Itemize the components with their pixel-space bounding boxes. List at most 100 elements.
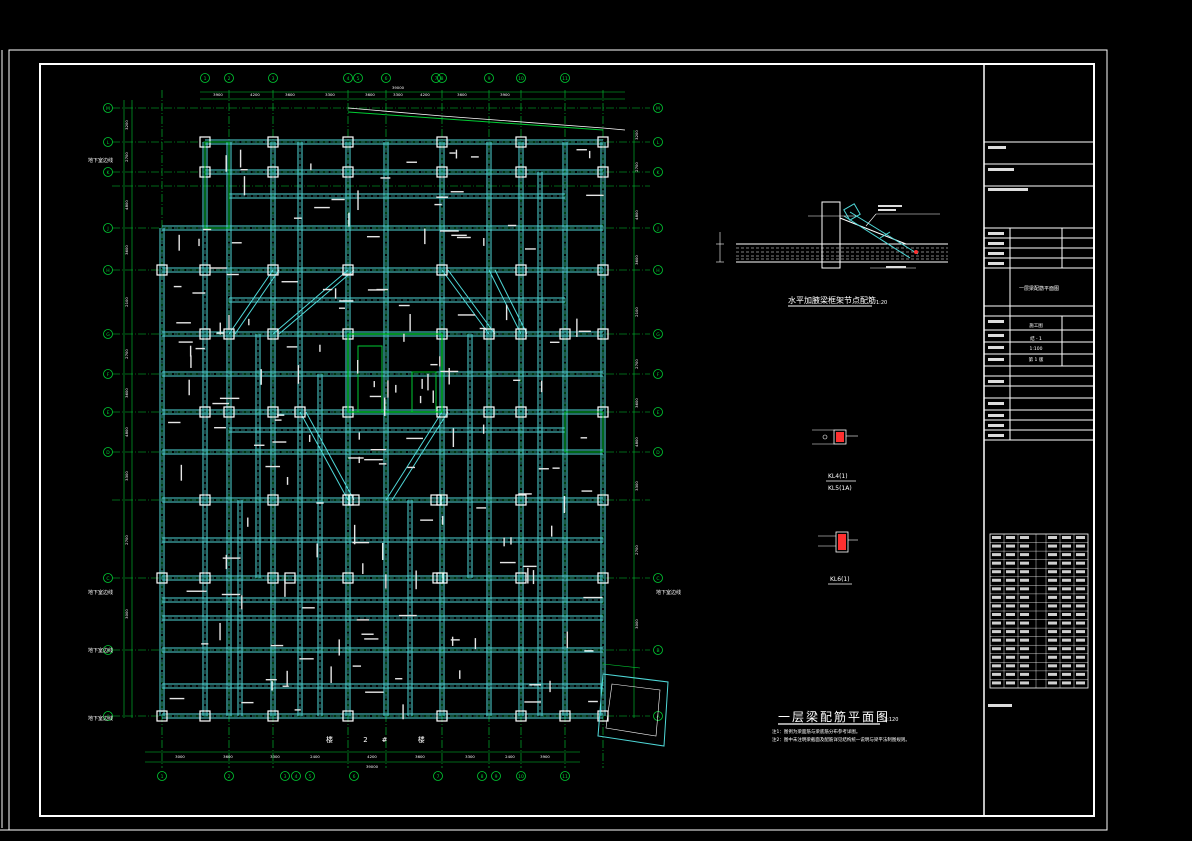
axis-label-bottom: 11 [562, 774, 568, 780]
rebar-annotation [370, 448, 387, 451]
column [267, 710, 279, 722]
axis-label-bottom: 1 [161, 774, 164, 780]
floor-table-cell-mark [1076, 613, 1085, 616]
rebar-annotation [503, 537, 505, 547]
rebar-annotation [551, 525, 553, 537]
floor-table-cell-mark [1048, 536, 1057, 539]
rebar-annotation [338, 639, 340, 656]
dimension-text-left: 3200 [124, 120, 129, 130]
floor-table-cell-mark [1048, 587, 1057, 591]
axis-bubble-right [653, 407, 663, 417]
haunched-beam [488, 269, 522, 335]
floor-table-cell-mark [992, 621, 1001, 625]
floor-table-cell-mark [1006, 570, 1015, 574]
title-block: 一层梁配筋平面图 施工图 结 - 1 1:100 第 1 版 [983, 63, 1095, 817]
rebar-annotation [576, 149, 587, 151]
axis-bubble-top [224, 73, 234, 83]
axis-bubble-bottom [560, 771, 570, 781]
rebar-annotation [541, 380, 543, 393]
shaft-opening [564, 411, 604, 453]
floor-table-cell-mark [1048, 681, 1057, 685]
axis-bubble-left [103, 167, 113, 177]
haunched-beam [305, 411, 355, 501]
floor-table-cell-mark [992, 570, 1001, 574]
axis-label-left: K [107, 170, 111, 176]
axis-bubble-bottom [291, 771, 301, 781]
rebar-annotation [424, 228, 426, 245]
floor-table-cell-mark [1020, 672, 1029, 676]
rebar-annotation [319, 344, 321, 352]
floor-table-cell-mark [1048, 630, 1057, 634]
rebar-annotation [272, 441, 287, 443]
rebar-annotation [439, 356, 441, 367]
axis-bubble-right [653, 167, 663, 177]
axis-bubble-bottom [224, 771, 234, 781]
floor-table-cell-mark [1076, 553, 1085, 557]
axis-bubble-top [381, 73, 391, 83]
rebar-annotation [427, 373, 429, 391]
rebar-annotation [270, 644, 284, 647]
rebar-annotation [180, 464, 183, 481]
haunched-beam [447, 269, 496, 335]
rebar-annotation [168, 421, 181, 424]
rebar-annotation [225, 554, 228, 570]
floor-table-cell-mark [1062, 587, 1071, 591]
rebar-annotation [342, 273, 354, 275]
rebar-annotation [330, 666, 332, 683]
floor-table-cell-mark [992, 561, 1001, 565]
floor-table-cell-mark [992, 604, 1001, 608]
floor-table-cell-mark [1076, 630, 1085, 634]
floor-table-cell-mark [1006, 638, 1015, 642]
column [199, 710, 211, 722]
axis-label-left: H [106, 268, 109, 274]
column [267, 166, 279, 178]
ramp-dimension [602, 663, 641, 669]
rebar-annotation [552, 467, 560, 469]
rebar-annotation [430, 363, 438, 366]
floor-table-cell-mark [1020, 613, 1029, 616]
rebar-annotation [395, 384, 397, 393]
slope-beam [347, 111, 604, 131]
rebar-annotation [248, 318, 250, 326]
rebar-annotation [203, 228, 212, 231]
rebar-annotation [549, 680, 551, 693]
floor-table-cell-mark [992, 536, 1001, 539]
floor-table-cell-mark [1076, 595, 1085, 599]
dimension-text-right: 2700 [634, 162, 639, 172]
floor-table-cell-mark [1048, 647, 1057, 651]
dimension-text-bottom: 3300 [270, 754, 280, 759]
rebar-annotation [449, 152, 456, 154]
axis-label-right: L [657, 140, 660, 146]
haunched-beam [278, 269, 355, 335]
rebar-annotation [357, 359, 359, 374]
dimension-text-right: 3300 [634, 481, 639, 491]
rebar-annotation [338, 307, 345, 309]
floor-table-cell-mark [1020, 681, 1029, 685]
rebar-annotation [281, 281, 298, 283]
rebar-annotation [353, 524, 356, 545]
shaft-opening [204, 141, 230, 229]
axis-label-bottom: 8 [481, 774, 484, 780]
column [436, 494, 448, 506]
rebar-annotation [576, 318, 578, 337]
axis-bubble-right [653, 223, 663, 233]
column [267, 406, 279, 418]
dimension-text-bottom: 3900 [540, 754, 550, 759]
rebar-annotation [176, 322, 191, 324]
floor-table-cell-mark [1076, 561, 1085, 565]
dimension-text-top: 3300 [393, 92, 403, 97]
rebar-annotation [455, 149, 458, 159]
column [559, 710, 571, 722]
floor-table-cell-mark [1062, 672, 1071, 676]
rebar-annotation [403, 333, 405, 342]
column [559, 328, 571, 340]
rebar-annotation [532, 570, 535, 585]
floor-table-cell-mark [1020, 638, 1029, 642]
rebar-annotation [448, 367, 450, 385]
floor-table-cell-mark [1062, 561, 1071, 565]
rebar-annotation [221, 593, 241, 596]
rebar-annotation [383, 397, 386, 416]
rebar-annotation [212, 402, 229, 405]
main-drawing-scale: 1:120 [884, 717, 898, 723]
rebar-annotation [457, 314, 475, 316]
